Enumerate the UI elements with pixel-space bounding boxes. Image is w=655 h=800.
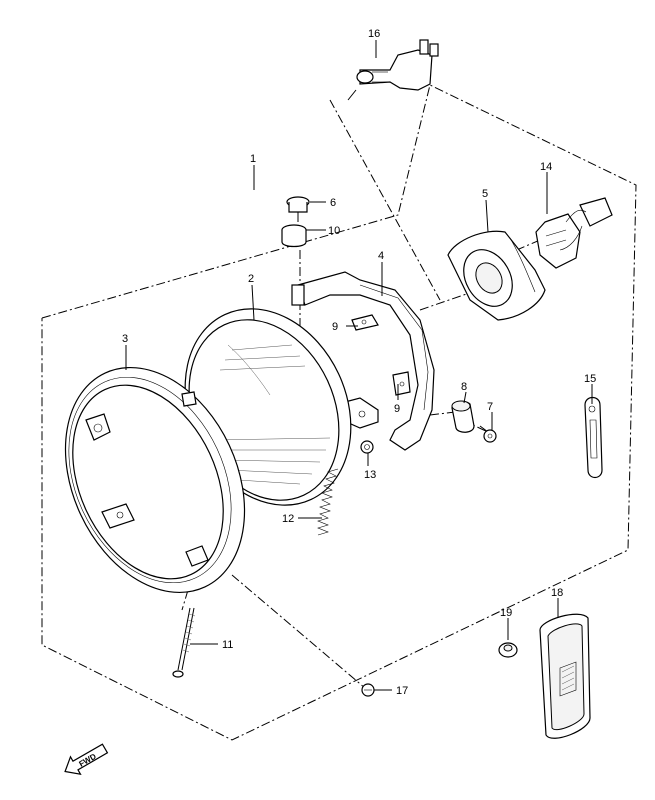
forward-direction-badge: FWD xyxy=(64,743,109,775)
screw-part-17[interactable] xyxy=(361,683,375,697)
mounting-bracket-part[interactable] xyxy=(291,271,435,451)
callout-2[interactable]: 2 xyxy=(248,273,254,285)
callout-12[interactable]: 12 xyxy=(282,513,294,525)
assembly-boundary xyxy=(41,84,637,741)
callout-16[interactable]: 16 xyxy=(368,28,380,40)
headlight-rim-part[interactable] xyxy=(31,338,279,621)
callout-11[interactable]: 11 xyxy=(222,639,233,651)
socket-connector-part[interactable] xyxy=(535,197,613,269)
callout-3[interactable]: 3 xyxy=(122,333,128,345)
bracket-bolt-part[interactable] xyxy=(360,440,374,454)
adjust-spring-part[interactable] xyxy=(317,468,339,536)
callout-1[interactable]: 1 xyxy=(250,153,256,165)
nut-part[interactable] xyxy=(498,642,518,658)
clip-strap-part[interactable] xyxy=(584,396,603,479)
callout-6[interactable]: 6 xyxy=(330,197,336,209)
callout-leaders xyxy=(125,40,593,691)
bolt-part-7[interactable] xyxy=(479,425,497,443)
bulb-cover-part[interactable] xyxy=(447,230,546,321)
callout-18[interactable]: 18 xyxy=(551,587,563,599)
bulb-part[interactable] xyxy=(347,39,439,101)
damper-part[interactable] xyxy=(451,400,475,433)
callout-19[interactable]: 19 xyxy=(500,607,512,619)
callout-14[interactable]: 14 xyxy=(540,161,552,173)
callout-10[interactable]: 10 xyxy=(328,225,340,237)
callout-13[interactable]: 13 xyxy=(364,469,376,481)
callout-4[interactable]: 4 xyxy=(378,250,384,262)
long-screw-part[interactable] xyxy=(172,607,196,678)
callout-15[interactable]: 15 xyxy=(584,373,596,385)
callout-5[interactable]: 5 xyxy=(482,188,488,200)
adjust-screw-part[interactable] xyxy=(286,196,310,222)
callout-7[interactable]: 7 xyxy=(487,401,493,413)
lens-hatching xyxy=(211,344,331,485)
callout-17[interactable]: 17 xyxy=(396,685,408,697)
reflector-part[interactable] xyxy=(539,613,591,739)
callout-8[interactable]: 8 xyxy=(461,381,467,393)
callout-9a[interactable]: 9 xyxy=(332,321,338,333)
callout-9b[interactable]: 9 xyxy=(394,403,400,415)
grommet-part[interactable] xyxy=(281,224,307,248)
